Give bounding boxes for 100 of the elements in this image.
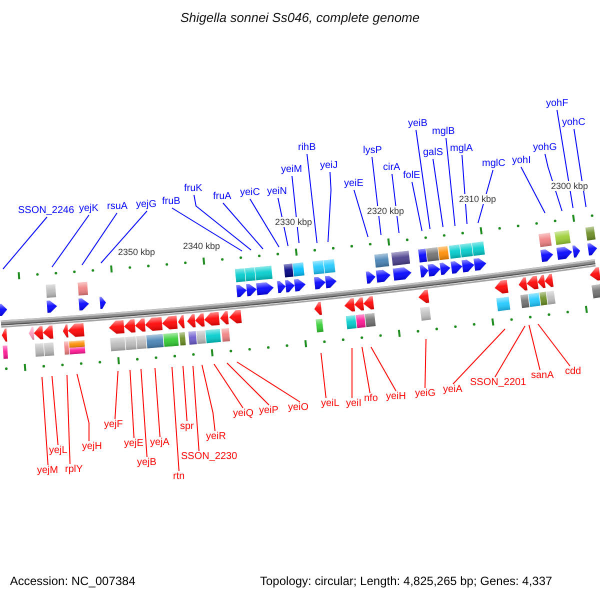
gene-label: yeiP <box>259 405 278 417</box>
gene-label: yeiA <box>443 384 462 396</box>
leader-line <box>370 346 396 392</box>
leader-line <box>52 376 58 446</box>
leader-line <box>52 214 90 268</box>
leader-line <box>452 328 506 384</box>
leader-line <box>214 364 244 408</box>
leader-line <box>76 374 90 442</box>
leader-line <box>538 324 570 366</box>
leader-line <box>372 156 382 236</box>
gene-label: yeiI <box>346 398 362 410</box>
gene-label: folE <box>403 170 420 182</box>
gene-label: mglC <box>482 158 506 170</box>
gene-label: yejK <box>79 203 98 215</box>
scale-label: 2330 kbp <box>275 217 312 227</box>
gene-label: rihB <box>298 142 316 154</box>
gene-label: yejL <box>49 445 68 457</box>
footer-text: Topology: circular; Length: 4,825,265 bp; Genes: 4,337 <box>260 574 552 588</box>
gene-label: yohF <box>546 98 568 110</box>
gene-label: yeiO <box>288 402 309 414</box>
diagram-title: Shigella sonnei Ss046, complete genome <box>180 10 420 26</box>
leader-line <box>424 338 426 388</box>
gene-label: rplY <box>65 464 83 476</box>
gene-label: yeiN <box>267 186 288 198</box>
gene-label: galS <box>423 147 444 159</box>
leader-line <box>2 216 48 270</box>
gene-label: spr <box>180 421 194 433</box>
leader-line <box>66 374 70 464</box>
leader-line <box>154 368 160 438</box>
leader-line <box>192 366 200 452</box>
leader-line <box>194 194 252 250</box>
gene-label: yeiE <box>344 178 364 190</box>
leader-line <box>328 172 332 242</box>
scale-label: 2310 kbp <box>459 194 496 204</box>
gene-label: yeiQ <box>233 408 254 420</box>
leader-line <box>432 158 444 228</box>
gene-label: yeiC <box>240 187 260 199</box>
gene-label: yeiR <box>206 431 226 443</box>
gene-label: yejE <box>124 438 144 450</box>
scale-label: 2350 kbp <box>118 247 156 257</box>
leader-line <box>202 364 216 432</box>
gene-label: yejA <box>150 437 170 449</box>
gene-label: fruK <box>184 183 202 195</box>
leader-line <box>574 128 586 208</box>
leader-line <box>114 370 118 420</box>
gene-label: yejG <box>136 199 157 211</box>
leader-line <box>172 208 242 252</box>
gene-label: nfo <box>364 393 378 405</box>
scale-label: 2320 kbp <box>367 206 404 216</box>
leader-line <box>250 198 280 248</box>
gene-label: cdd <box>565 366 582 378</box>
gene-label: yeiL <box>321 398 340 410</box>
gene-label: yejF <box>104 419 123 431</box>
gene-label: yeiM <box>281 164 302 176</box>
leader-line <box>226 362 270 406</box>
gene-label: yohI <box>512 155 531 167</box>
leader-line <box>320 352 326 398</box>
gene-label: yohC <box>562 117 586 129</box>
scale-label: 2340 kbp <box>183 241 220 251</box>
gene-label: mglA <box>450 143 473 155</box>
footer-text: Accession: NC_007384 <box>10 574 136 588</box>
leader-line <box>222 202 264 250</box>
leader-line <box>236 362 300 402</box>
leader-line <box>182 366 188 422</box>
leader-line <box>140 368 148 458</box>
leader-line <box>446 138 456 226</box>
gene-label: yeiG <box>415 388 436 400</box>
leader-line <box>354 190 368 238</box>
gene-label: yeiJ <box>320 160 338 172</box>
gene-label: yejM <box>37 465 58 477</box>
gene-label: SSON_2201 <box>470 377 526 389</box>
gene-label: fruB <box>162 196 180 208</box>
leader-line <box>82 212 118 266</box>
leader-line <box>100 210 148 264</box>
gene-label: rtn <box>173 471 185 483</box>
leader-line <box>306 154 318 244</box>
gene-label: yohG <box>533 142 557 154</box>
leader-line <box>172 366 180 472</box>
gene-label: SSON_2230 <box>181 451 238 463</box>
gene-label: yejH <box>82 441 102 453</box>
leader-line <box>462 154 468 224</box>
gene-label: mglB <box>432 126 455 138</box>
leader-line <box>130 370 134 438</box>
leader-line <box>412 182 422 232</box>
leader-line <box>556 110 574 208</box>
gene-label: yejB <box>137 457 156 469</box>
scale-label: 2300 kbp <box>551 181 588 191</box>
gene-label: fruA <box>213 191 232 203</box>
leader-line <box>362 346 370 394</box>
gene-label: cirA <box>383 162 400 174</box>
gene-label: rsuA <box>107 201 128 213</box>
gene-label: sanA <box>531 370 554 382</box>
gene-label: SSON_2246 <box>18 205 74 217</box>
leader-line <box>416 130 430 230</box>
gene-label: yeiB <box>408 118 428 130</box>
leader-line <box>528 324 540 370</box>
gene-label: lysP <box>363 145 382 157</box>
leader-line <box>520 166 546 214</box>
leader-line <box>42 376 48 466</box>
leader-line <box>494 326 526 378</box>
